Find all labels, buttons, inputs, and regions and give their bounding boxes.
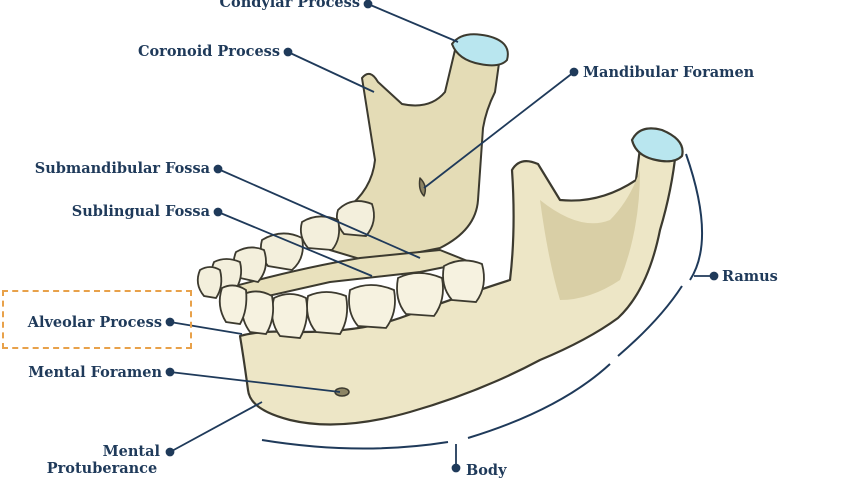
ramus-bracket bbox=[617, 153, 703, 357]
leader-sublingual-fossa bbox=[217, 211, 373, 277]
tooth bbox=[442, 259, 485, 303]
tooth bbox=[299, 215, 341, 251]
leader-dot bbox=[213, 207, 223, 217]
label-mental-protuberance-line2: Protuberance bbox=[46, 460, 158, 477]
leader-submandibular-fossa bbox=[217, 168, 421, 259]
tooth bbox=[396, 272, 444, 317]
leader-dot bbox=[709, 271, 719, 281]
back-condyle-cartilage bbox=[451, 33, 509, 67]
body-bracket bbox=[261, 363, 611, 450]
alveolar-process-highlight-box bbox=[2, 290, 192, 349]
tooth bbox=[271, 293, 309, 339]
tooth bbox=[306, 291, 349, 335]
label-condylar-process: Condylar Process bbox=[219, 0, 360, 11]
mandibular-foramen-notch bbox=[418, 177, 427, 197]
tooth bbox=[348, 284, 396, 329]
front-ramus-shadow bbox=[540, 170, 640, 300]
label-body: Body bbox=[466, 462, 507, 479]
label-mental-foramen: Mental Foramen bbox=[28, 364, 162, 381]
label-mandibular-foramen: Mandibular Foramen bbox=[583, 64, 755, 81]
leader-mental-foramen bbox=[169, 371, 341, 393]
leader-dot bbox=[165, 317, 175, 327]
leader-mandibular-foramen bbox=[423, 71, 575, 189]
tooth bbox=[218, 284, 248, 325]
label-mental-protuberance-line1: Mental bbox=[102, 443, 160, 460]
leader-dot bbox=[213, 164, 223, 174]
label-submandibular-fossa: Submandibular Fossa bbox=[34, 160, 210, 177]
leader-dot bbox=[283, 47, 293, 57]
tooth bbox=[196, 266, 223, 299]
leader-mental-protuberance bbox=[169, 401, 263, 453]
label-ramus: Ramus bbox=[722, 268, 778, 285]
back-teeth bbox=[196, 200, 375, 299]
leader-dot bbox=[165, 367, 175, 377]
label-mental-protuberance: Mental Protuberance bbox=[40, 443, 164, 477]
label-alveolar-process: Alveolar Process bbox=[27, 314, 162, 331]
front-teeth bbox=[218, 259, 485, 339]
mandible-front-half bbox=[238, 127, 684, 426]
tooth bbox=[335, 200, 375, 237]
leader-lines bbox=[165, 0, 719, 473]
label-coronoid-process: Coronoid Process bbox=[137, 43, 280, 60]
label-sublingual-fossa: Sublingual Fossa bbox=[71, 203, 210, 220]
leader-dot bbox=[451, 463, 461, 473]
leader-dot bbox=[363, 0, 373, 9]
leader-coronoid-process bbox=[287, 51, 375, 93]
leader-dot bbox=[569, 67, 579, 77]
leader-condylar-process bbox=[367, 3, 459, 43]
leader-alveolar-process bbox=[169, 321, 243, 335]
front-condyle-cartilage bbox=[630, 127, 684, 163]
leader-dot bbox=[165, 447, 175, 457]
